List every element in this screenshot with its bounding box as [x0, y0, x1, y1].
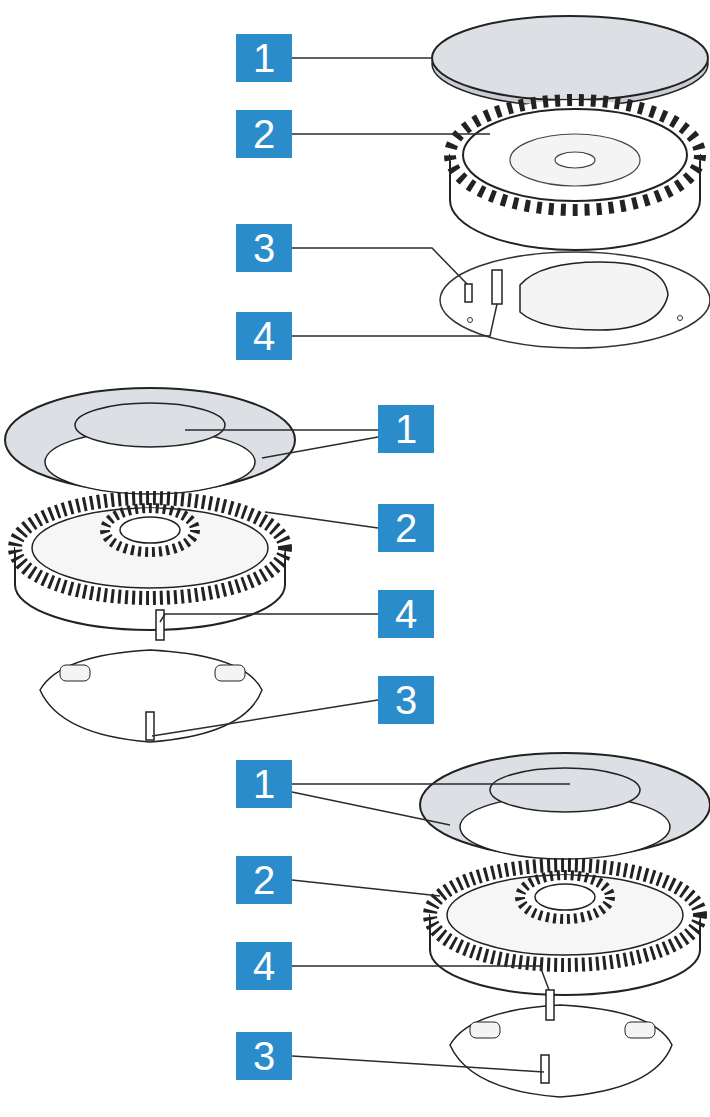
- callout-number: 3: [236, 1032, 292, 1080]
- callout-number: 1: [236, 34, 292, 82]
- middle-burner: [5, 388, 295, 742]
- bottom-burner: [420, 753, 710, 1097]
- callout-number: 1: [236, 760, 292, 808]
- callout-number: 4: [378, 590, 434, 638]
- callout-number: 3: [378, 676, 434, 724]
- callout-number: 1: [378, 405, 434, 453]
- callout-number: 2: [236, 856, 292, 904]
- callout-number: 2: [378, 504, 434, 552]
- callout-number: 4: [236, 942, 292, 990]
- callout-number: 3: [236, 224, 292, 272]
- callout-number: 4: [236, 312, 292, 360]
- top-burner: [432, 16, 710, 348]
- callout-number: 2: [236, 110, 292, 158]
- leader-lines: [152, 58, 570, 1072]
